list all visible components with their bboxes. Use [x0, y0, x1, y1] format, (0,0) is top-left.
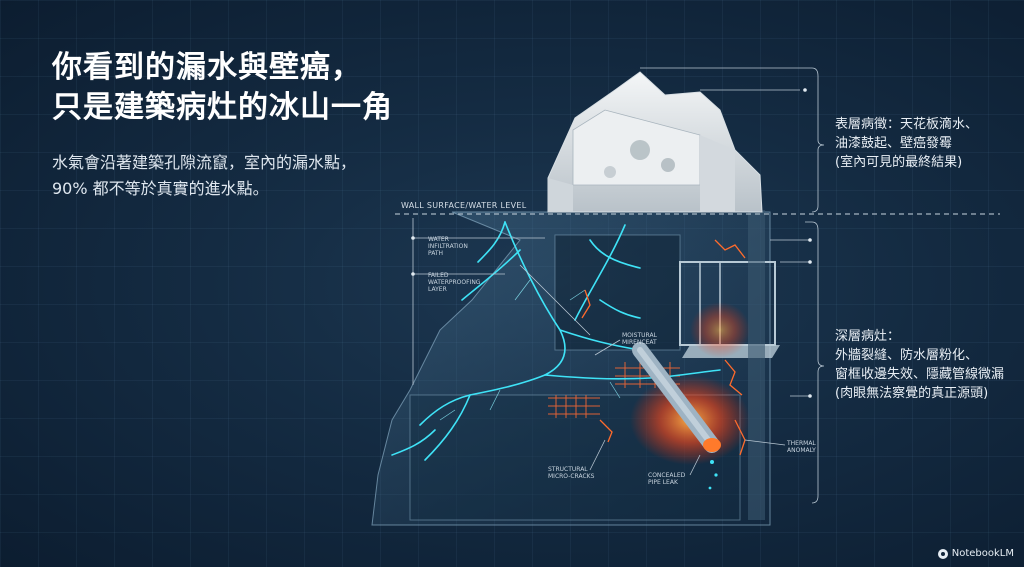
surface-room-tip — [547, 71, 763, 213]
label-thermal-anomaly: THERMAL ANOMALY — [787, 440, 816, 454]
surface-symptoms-note: 表層病徵：天花板滴水、 油漆鼓起、壁癌發霉 (室內可見的最終結果) — [835, 117, 979, 170]
concealed-pipe — [632, 342, 721, 490]
label-moisture: MOISTURAL MIRENCEAT — [622, 332, 657, 346]
label-failed-waterproofing: FAILED WATERPROOFING LAYER — [428, 272, 481, 293]
brand-label: NotebookLM — [951, 548, 1014, 559]
subtext: 水氣會沿著建築孔隙流竄，室內的漏水點， 90% 都不等於真實的進水點。 — [52, 153, 357, 198]
wall-surface-label: WALL SURFACE/WATER LEVEL — [401, 201, 527, 210]
structural-cracks — [581, 239, 746, 456]
deep-causes-note: 深層病灶： 外牆裂縫、防水層粉化、 窗框收邊失效、隱藏管線微漏 (肉眼無法察覺的… — [835, 329, 1005, 401]
headline: 你看到的漏水與壁癌， 只是建築病灶的冰山一角 — [52, 50, 393, 125]
water-infiltration-paths — [391, 221, 721, 461]
label-water-infiltration: WATER INFILTRATION PATH — [428, 236, 468, 257]
label-pipe-leak: CONCEALED PIPE LEAK — [648, 472, 686, 486]
label-micro-cracks: STRUCTURAL MICRO-CRACKS — [548, 466, 595, 480]
notebooklm-logo-icon — [937, 548, 948, 559]
brand-watermark: NotebookLM — [937, 548, 1014, 559]
